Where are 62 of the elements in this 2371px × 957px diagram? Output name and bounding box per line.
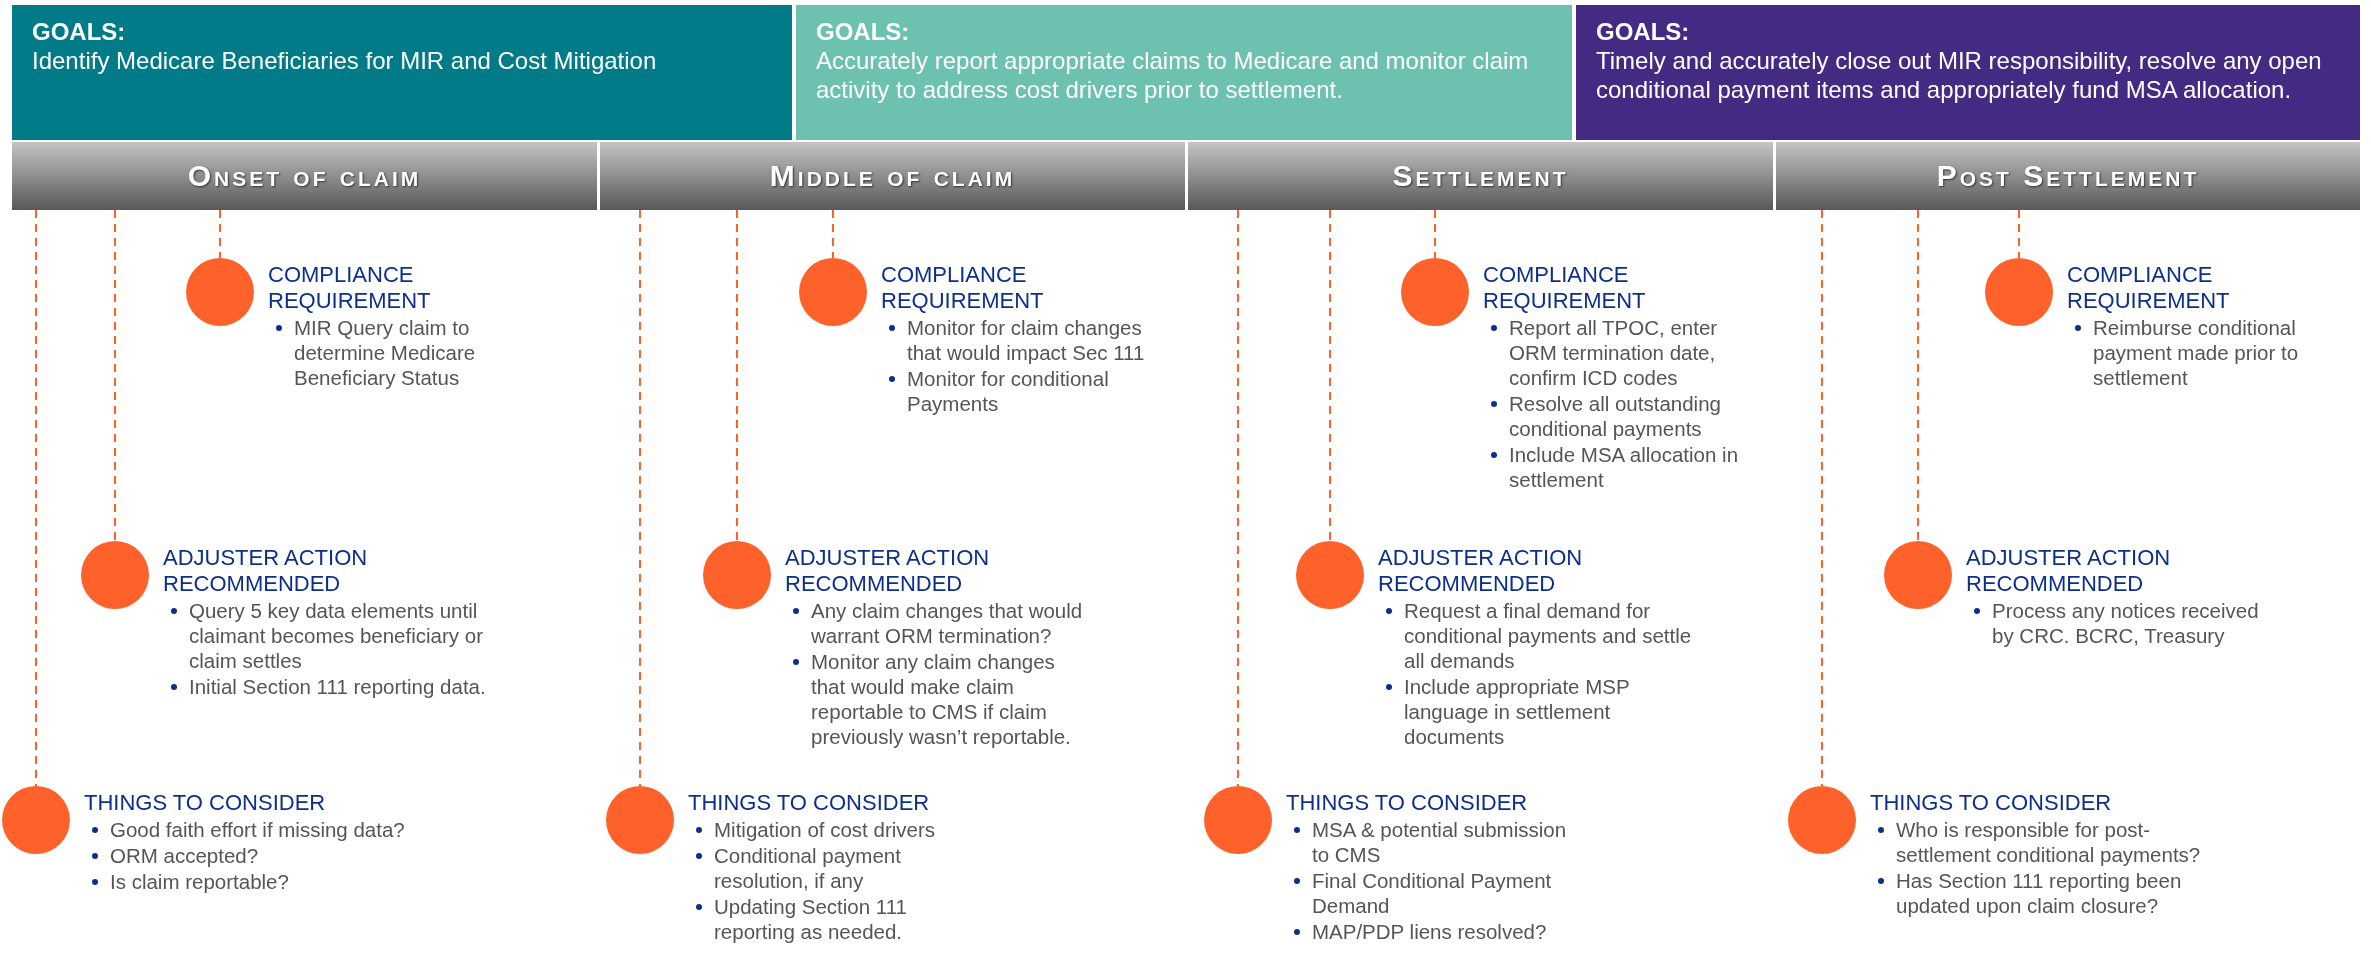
phase-header: Middle of claim — [600, 142, 1185, 210]
dashed-connector — [736, 209, 738, 542]
dashed-connector — [832, 209, 834, 259]
bullet-text: Monitor for claim changes that would impact Sec 111 — [907, 315, 1146, 365]
section-heading: COMPLIANCE REQUIREMENT — [268, 262, 432, 314]
bullet-text: MSA & potential submission to CMS — [1312, 817, 1568, 867]
bullet-text: Report all TPOC, enter ORM termination date, confirm ICD codes — [1509, 315, 1719, 390]
bullet-text: Good faith effort if missing data? — [110, 817, 405, 842]
bullet-text: Resolve all outstanding conditional payments — [1509, 391, 1722, 441]
bullet-text: ORM accepted? — [110, 843, 259, 868]
bullet-text: MIR Query claim to determine Medicare Beneficiary Status — [294, 315, 477, 390]
goal-heading: GOALS: — [816, 17, 911, 46]
goal-text: Accurately report appropriate claims to Medicare and monitor claim activity to address cost drivers prior to settlement. — [816, 46, 1530, 104]
bullet-text: Updating Section 111 reporting as needed. — [714, 894, 908, 944]
dashed-connector — [1237, 209, 1239, 787]
bullet-text: Monitor for conditional Payments — [907, 366, 1110, 416]
section-heading: COMPLIANCE REQUIREMENT — [881, 262, 1045, 314]
section-heading: THINGS TO CONSIDER — [84, 790, 326, 816]
dashed-connector — [1821, 209, 1823, 787]
dashed-connector — [2018, 209, 2020, 259]
section-heading: ADJUSTER ACTION RECOMMENDED — [1966, 545, 2172, 597]
bullet-text: Monitor any claim changes that would make claim reportable to CMS if claim previously wasn’t reportable. — [811, 649, 1072, 749]
dashed-connector — [1329, 209, 1331, 542]
bullet-text: Process any notices received by CRC. BCRC, Treasury — [1992, 598, 2260, 648]
bullet-text: Is claim reportable? — [110, 869, 289, 894]
bullet-text: Final Conditional Payment Demand — [1312, 868, 1553, 918]
goal-banner — [796, 5, 1572, 140]
dashed-connector — [219, 209, 221, 259]
phase-header: Settlement — [1188, 142, 1773, 210]
bullet-text: Conditional payment resolution, if any — [714, 843, 902, 893]
goal-text: Identify Medicare Beneficiaries for MIR and Cost Mitigation — [32, 46, 658, 75]
bullet-text: MAP/PDP liens resolved? — [1312, 919, 1547, 944]
dashed-connector — [1917, 209, 1919, 542]
bullet-text: Initial Section 111 reporting data. — [189, 674, 486, 699]
goal-text: Timely and accurately close out MIR responsibility, resolve any open conditional payment items and appropriately fund MSA allocation. — [1596, 46, 2323, 104]
goal-heading: GOALS: — [1596, 17, 1691, 46]
bullet-text: Reimburse conditional payment made prior to settlement — [2093, 315, 2300, 390]
goal-banner — [1576, 5, 2360, 140]
section-heading: COMPLIANCE REQUIREMENT — [1483, 262, 1647, 314]
phase-header: Onset of claim — [12, 142, 597, 210]
dashed-connector — [1434, 209, 1436, 259]
bullet-text: Include appropriate MSP language in settlement documents — [1404, 674, 1631, 749]
section-heading: COMPLIANCE REQUIREMENT — [2067, 262, 2231, 314]
dashed-connector — [639, 209, 641, 787]
bullet-text: Mitigation of cost drivers — [714, 817, 936, 842]
bullet-text: Any claim changes that would warrant ORM termination? — [811, 598, 1084, 648]
goal-banner — [12, 5, 792, 140]
bullet-text: Include MSA allocation in settlement — [1509, 442, 1740, 492]
section-heading: THINGS TO CONSIDER — [688, 790, 930, 816]
dashed-connector — [35, 209, 37, 787]
section-heading: ADJUSTER ACTION RECOMMENDED — [1378, 545, 1584, 597]
bullet-text: Query 5 key data elements until claimant becomes beneficiary or claim settles — [189, 598, 484, 673]
goal-heading: GOALS: — [32, 17, 127, 46]
bullet-text: Has Section 111 reporting been updated upon claim closure? — [1896, 868, 2183, 918]
dashed-connector — [114, 209, 116, 542]
section-heading: ADJUSTER ACTION RECOMMENDED — [785, 545, 991, 597]
section-heading: THINGS TO CONSIDER — [1870, 790, 2112, 816]
bullet-text: Request a final demand for conditional payments and settle all demands — [1404, 598, 1693, 673]
bullet-text: Who is responsible for post-settlement conditional payments? — [1896, 817, 2202, 867]
section-heading: THINGS TO CONSIDER — [1286, 790, 1528, 816]
section-heading: ADJUSTER ACTION RECOMMENDED — [163, 545, 369, 597]
phase-header: Post Settlement — [1776, 142, 2360, 210]
